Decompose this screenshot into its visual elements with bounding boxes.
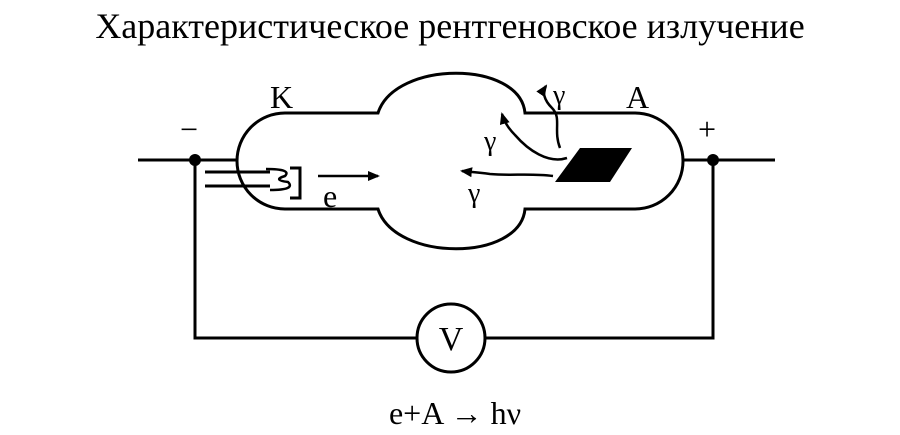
gamma-ray-left	[460, 167, 554, 178]
anode-target	[555, 148, 632, 182]
gamma-label-middle: γ	[483, 126, 496, 157]
anode-label: A	[626, 79, 649, 115]
cathode-filament	[205, 166, 302, 200]
minus-terminal-label: −	[180, 111, 198, 147]
gamma-label-bottom: γ	[467, 178, 480, 209]
plus-terminal-label: +	[698, 111, 716, 147]
gamma-ray-upper-left	[499, 112, 568, 161]
gamma-rays	[460, 84, 568, 178]
left-junction-dot	[189, 154, 201, 166]
electron-label: e	[323, 178, 337, 214]
reaction-equation: e+A → hν	[389, 395, 521, 431]
right-junction-dot	[707, 154, 719, 166]
voltmeter-label: V	[439, 321, 464, 358]
diagram-title: Характеристическое рентгеновское излучен…	[95, 6, 804, 46]
left-return-wire	[193, 160, 417, 340]
voltmeter-circle	[415, 302, 487, 374]
voltmeter: V	[415, 302, 487, 374]
right-return-wire	[486, 160, 715, 340]
gamma-label-top: γ	[552, 80, 565, 111]
gamma-ray-up	[536, 84, 562, 149]
cathode-label: K	[270, 79, 293, 115]
